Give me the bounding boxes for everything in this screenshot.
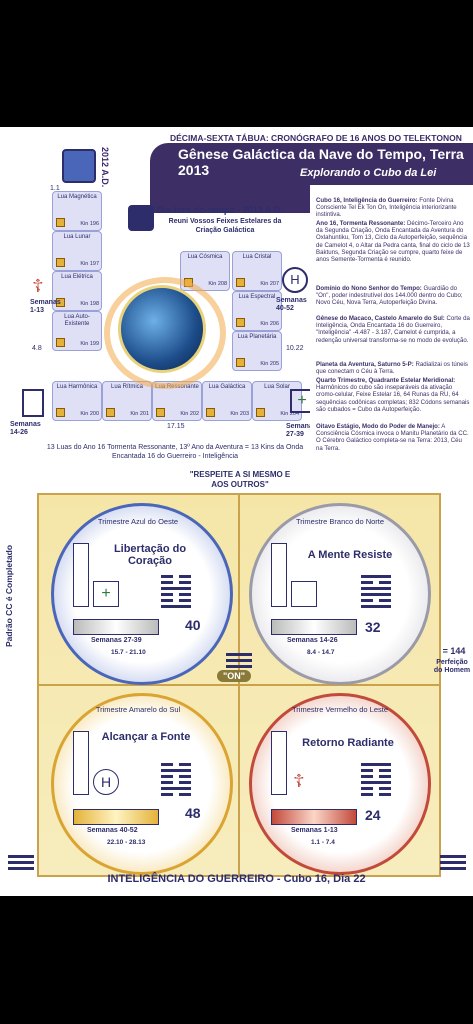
earth-icon [118,285,206,373]
quadrant-dates: 8.4 - 14.7 [307,649,335,656]
chronograph-card: DÉCIMA-SEXTA TÁBUA: CRONÓGRAFO DE 16 ANO… [0,127,473,896]
hexagram-icon [161,575,191,611]
quadrant-trimester: Trimestre Azul do Oeste [97,517,179,526]
bottom-text: 13 Luas do Ano 16 Tormenta Ressonante, 1… [46,444,304,460]
year-label: 2012 A.D. [100,147,110,188]
panel-para: Gênese do Macaco, Castelo Amarelo do Sul… [316,315,470,344]
header-line3: Explorando o Cubo da Lei [300,167,437,179]
quadrant-weeks: Semanas 1-13 [291,827,338,834]
panel-para: Cubo 16, Inteligência do Guerreiro: Font… [316,197,457,219]
quadrant-title: A Mente Resiste [307,549,393,561]
moon-strip [271,809,357,825]
weeks-label: Semanas 14-26 [10,421,41,436]
white-seal-icon [22,389,44,417]
panel-para: Planeta da Aventura, Saturno 5-P: Radial… [316,361,468,376]
mark-label: 10.22 [286,345,304,352]
rainbow-ring [104,277,226,389]
left-bars-icon [8,855,34,873]
quadrant-trimester: Trimestre Branco do Norte [295,517,385,526]
mark-label: 17.15 [167,423,185,430]
quadrant-weeks: Semanas 27-39 [91,637,142,644]
panel-para: Ano 16, Tormenta Ressonante: Décimo-Terc… [316,220,470,264]
hexagram-icon [161,763,191,799]
header-line2: Gênese Galáctica da Nave do Tempo, Terra… [178,146,464,178]
header-line1: DÉCIMA-SEXTA TÁBUA: CRONÓGRAFO DE 16 ANO… [170,133,462,143]
cube-icon: + [93,581,119,607]
quadrant-weeks: Semanas 14-26 [287,637,338,644]
weeks-label: Semanas 27-39 [286,423,317,438]
weeks-label: Semanas 40-52 [276,297,307,312]
right-bars-icon [440,855,466,873]
hexagram-icon [361,763,391,799]
quadrant-number: 48 [185,805,201,821]
info-panel [310,185,473,497]
blue-seal-icon: H [282,267,308,293]
side-right-value: = 144 [442,646,466,656]
side-right-label: Perfeição do Homem [433,659,471,674]
quadrant-dates: 22.10 - 28.13 [107,839,146,846]
red-seal-icon: ☦ [293,771,305,791]
quadrant-dates: 15.7 - 21.10 [111,649,146,656]
weeks-label: Semanas 1-13 [30,299,61,314]
glyph-column [73,731,89,795]
side-left-label: Padrão CC é Completado [4,544,14,647]
quadrant-number: 40 [185,617,201,633]
panel-para: Domínio do Nono Senhor do Tempo: Guardiã… [316,285,463,307]
quadrant-weeks: Semanas 40-52 [87,827,138,834]
glyph-column [271,731,287,795]
quadrant-title: Retorno Radiante [302,737,394,749]
quadrant-title: Alcançar a Fonte [101,731,191,743]
quadrant-dates: 1.1 - 7.4 [311,839,335,846]
glyph-column [271,543,287,607]
hexagram-icon [361,575,391,611]
panel-para: Oitavo Estágio, Modo do Poder de Manejo:… [316,423,469,452]
quadrant-trimester: Trimestre Amarelo do Sul [95,705,181,714]
center-bars-icon [226,653,252,671]
warrior-glyph-icon [62,149,96,183]
on-badge: "ON" [217,670,252,682]
quadrant-number: 32 [365,619,381,635]
glyph-column [73,543,89,607]
cube-icon [291,581,317,607]
center-glyph-icon [128,205,154,231]
point-label: 1.1 [50,185,60,192]
mark-label: 4.8 [32,345,42,352]
quadrant-trimester: Trimestre Vermelho do Leste [291,705,388,714]
red-seal-icon: ☦ [32,276,44,296]
footer-title: INTELIGÊNCIA DO GUERREIRO - Cubo 16, Dia… [107,873,366,885]
moon-strip [73,809,159,825]
cube-icon: H [93,769,119,795]
center-title: Dia-fora-do-tempo - 2013 A.D. [156,205,284,215]
panel-para: Quarto Trimestre, Quadrante Estelar Meri… [316,377,470,413]
quadrant-panel: Trimestre Azul do Oeste Libertação do Co… [37,493,441,877]
center-subtitle: Reuni Vossos Feixes Estelares da Criação… [168,218,282,234]
quadrant-number: 24 [365,807,381,823]
moon-strip [73,619,159,635]
divider [39,684,439,686]
moon-strip [271,619,357,635]
respeite-text: "RESPEITE A SI MESMO E AOS OUTROS" [189,470,291,489]
quadrant-title: Libertação do Coração [113,543,187,567]
